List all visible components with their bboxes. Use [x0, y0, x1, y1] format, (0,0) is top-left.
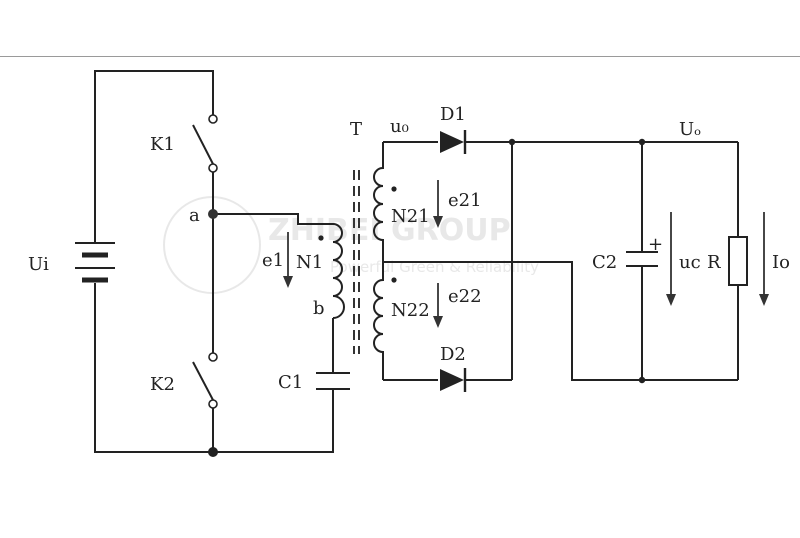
transformer-core [353, 170, 360, 354]
resistor-r [728, 236, 748, 286]
label-b: b [313, 298, 325, 319]
output-wires [383, 141, 739, 381]
e21-arrow-icon [433, 180, 443, 228]
node-bottom-dot [208, 447, 218, 457]
switch-k2 [192, 352, 218, 409]
k2-blade [192, 361, 214, 401]
secondary-winding-n21 [373, 142, 384, 262]
k1-blade [192, 124, 214, 165]
battery-loop-wires [94, 70, 334, 453]
label-t: T [350, 119, 362, 140]
label-uc: uc [679, 252, 701, 273]
label-c2-plus: + [648, 234, 663, 255]
label-d2: D2 [440, 344, 466, 365]
primary-winding-n1 [332, 223, 345, 319]
switch-k1 [192, 114, 218, 173]
watermark-title: ZHIBEI GROUP [268, 213, 511, 248]
label-e21: e21 [448, 190, 482, 211]
diode-d1 [440, 130, 467, 154]
e22-arrow-icon [433, 283, 443, 328]
label-ui: Ui [28, 254, 49, 275]
label-k2: K2 [150, 374, 175, 395]
label-e22: e22 [448, 286, 482, 307]
diode-d2 [440, 368, 467, 392]
label-uo-output: Uₒ [679, 119, 701, 140]
label-n21: N21 [391, 206, 430, 227]
top-divider-line [0, 56, 800, 57]
watermark: ZHIBEI GROUP Powerful Green & Reliabilit… [163, 196, 539, 294]
secondary-winding-n22 [373, 262, 384, 380]
label-u0: u₀ [390, 116, 409, 137]
uc-arrow-icon [666, 212, 676, 306]
capacitor-c1 [316, 372, 350, 390]
capacitor-c2 [626, 251, 658, 267]
label-e1: e1 [262, 250, 284, 271]
e1-arrow-icon [283, 232, 293, 288]
k1-contact-top [208, 114, 218, 124]
node-c2-bottom [638, 376, 646, 384]
k2-contact-top [208, 352, 218, 362]
label-r: R [707, 252, 721, 273]
label-d1: D1 [440, 104, 466, 125]
wire-center-tap-return [383, 261, 738, 381]
label-n1: N1 [296, 252, 323, 273]
watermark-subtitle: Powerful Green & Reliability [330, 258, 539, 276]
label-c1: C1 [278, 372, 303, 393]
k1-contact-bottom [208, 163, 218, 173]
battery-ui [75, 242, 115, 283]
k2-contact-bottom [208, 399, 218, 409]
wire-top-left [94, 70, 214, 243]
node-c2-top [638, 138, 646, 146]
io-arrow-icon [759, 212, 769, 306]
node-d1-out [508, 138, 516, 146]
label-io: Io [772, 252, 790, 273]
label-c2: C2 [592, 252, 617, 273]
n1-polarity-dot [318, 235, 324, 241]
label-k1: K1 [150, 134, 175, 155]
wire-a-to-n1 [213, 213, 333, 225]
n22-polarity-dot [391, 277, 397, 283]
node-a-dot [208, 209, 218, 219]
label-a: a [189, 205, 200, 226]
n21-polarity-dot [391, 186, 397, 192]
label-n22: N22 [391, 300, 430, 321]
